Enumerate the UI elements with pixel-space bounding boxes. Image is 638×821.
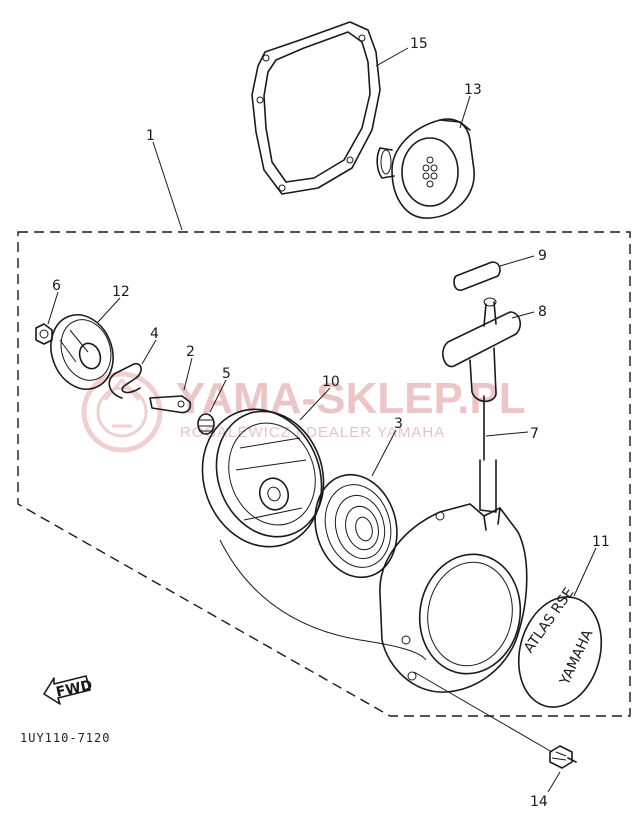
part-label-1: 1 [146,128,155,144]
watermark-subtitle: ROGALEWICZ | DEALER YAMAHA [180,424,445,441]
emblem-text: YAMAHA [557,627,597,688]
assembly-boundary [17,231,631,717]
part-label-9: 9 [538,248,547,264]
emblem-ring-text: ATLAS RSE [521,585,577,656]
part-9-handle-cap [453,261,501,291]
part-12-drive-plate [50,314,114,390]
starter-rope [219,539,427,661]
part-4-spring-clip [108,362,142,399]
part-label-3: 3 [394,416,403,432]
part-label-15: 15 [410,36,428,52]
part-8-t-handle [442,297,522,403]
part-label-6: 6 [52,278,61,294]
part-label-13: 13 [464,82,482,98]
part-label-7: 7 [530,426,539,442]
part-label-10: 10 [322,374,340,390]
part-label-8: 8 [538,304,547,320]
part-13-drive-pulley [376,118,475,219]
watermark: YAMA-SKLEP.PL ROGALEWICZ | DEALER YAMAHA [81,371,526,453]
part-10-rope-reel [201,408,325,548]
part-11-starter-case [379,503,528,693]
part-label-14: 14 [530,794,548,810]
part-2-pawl [149,395,192,414]
part-label-11: 11 [592,534,610,550]
part-6-nut [35,323,53,345]
part-label-2: 2 [186,344,195,360]
part-15-gasket [251,21,381,195]
part-label-4: 4 [150,326,159,342]
part-label-5: 5 [222,366,231,382]
part-labels: 1 2 3 4 5 6 7 8 9 10 11 12 13 14 15 [52,36,610,810]
part-5-spring [197,413,215,435]
fwd-arrow: FWD [43,675,94,705]
part-7-rope [479,395,497,513]
watermark-logo-icon [81,371,163,453]
drawing-code: 1UY110-7120 [20,731,110,745]
part-label-12: 12 [112,284,130,300]
emblem-badge: YAMAHA ATLAS RSE [517,585,603,708]
part-14-bolt [549,745,577,769]
watermark-title: YAMA-SKLEP.PL [176,374,526,423]
part-3-recoil-spring [314,473,398,579]
fwd-label: FWD [55,677,94,700]
leader-lines [47,47,597,793]
